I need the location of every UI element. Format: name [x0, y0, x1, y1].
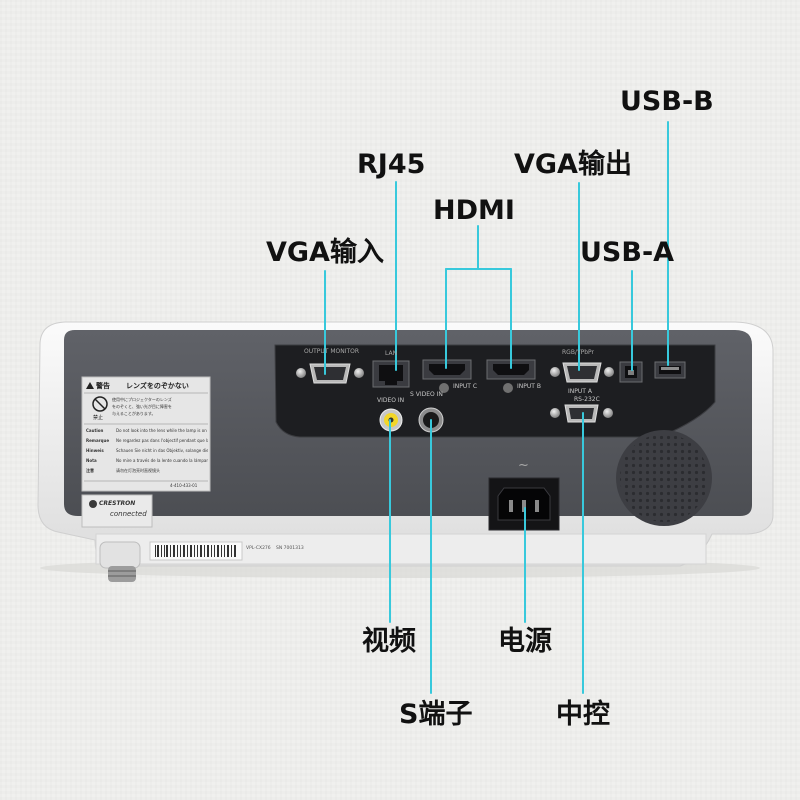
warning-row: Hinweis Schauen Sie nicht in das Objektiv… [86, 448, 208, 458]
warning-row-lang: Remarque [86, 438, 110, 443]
hdmi-input-c-port [422, 359, 472, 393]
callout-video: 视频 [362, 626, 416, 657]
usb-b-port [619, 361, 643, 383]
warning-row-text: Schauen Sie nicht in das Objektiv, solan… [116, 448, 208, 453]
label-lan: LAN [385, 350, 398, 357]
warning-row: 注意 请勿在灯泡亮时直视镜头 [86, 468, 208, 478]
warning-triangle-icon [86, 382, 94, 389]
warning-row-lang: 注意 [86, 468, 94, 473]
callout-s-video: S端子 [399, 699, 473, 730]
label-output-monitor: OUTPUT MONITOR [304, 348, 360, 355]
callout-rj45: RJ45 [357, 149, 426, 180]
warning-row-text: No mire a través de la lente cuando la l… [116, 458, 208, 463]
warning-row-text: 请勿在灯泡亮时直视镜头 [116, 468, 160, 473]
warning-row: Remarque Ne regardez pas dans l'objectif … [86, 438, 208, 448]
connector-bay [274, 344, 716, 438]
warning-line-2: をのぞくと、強い光が目に障害を [112, 404, 172, 409]
label-input-a: INPUT A [568, 388, 592, 395]
label-input-b: INPUT B [517, 383, 541, 390]
warning-label [81, 376, 211, 492]
warning-row-lang: Hinweis [86, 448, 104, 453]
warning-row-text: Do not look into the lens while the lamp… [116, 428, 207, 433]
callout-vga-in: VGA输入 [266, 237, 384, 268]
speaker-grille [616, 430, 712, 526]
label-input-c: INPUT C [453, 383, 478, 390]
label-s-video-in: S VIDEO IN [410, 391, 443, 398]
warning-line-1: 使用中にプロジェクターのレンズ [112, 397, 172, 402]
warning-row-text: Ne regardez pas dans l'objectif pendant … [116, 438, 208, 443]
vga-output-port [296, 363, 364, 384]
label-rs232c: RS-232C [574, 396, 600, 403]
warning-rows: Caution Do not look into the lens while t… [86, 428, 208, 478]
crestron-badge [81, 494, 153, 528]
prohibit-icon [92, 396, 108, 412]
callout-power: 电源 [498, 626, 552, 657]
hdmi-input-b-port [486, 359, 536, 393]
callout-control: 中控 [556, 699, 610, 730]
adjustable-foot [99, 541, 141, 582]
label-rgb-ypbpr: RGB/YPbPr [562, 349, 595, 356]
callout-usb-b: USB-B [620, 86, 714, 117]
warning-title: 警告 [96, 382, 110, 390]
usb-a-port [654, 361, 686, 379]
crestron-brand: CRESTRON [99, 500, 136, 507]
serial-model: VPL-CX276 [246, 546, 271, 551]
serial-number: SN 7001313 [276, 546, 304, 551]
vga-input-a-port [550, 362, 614, 383]
warning-row-lang: Nota [86, 458, 97, 463]
label-ac-symbol: ~ [518, 458, 529, 473]
crestron-tagline: connected [110, 510, 147, 518]
warning-row-lang: Caution [86, 428, 104, 433]
leader-lines [324, 121, 669, 694]
callout-hdmi: HDMI [433, 195, 515, 226]
warning-headline: レンズをのぞかない [126, 382, 189, 390]
rj45-port [372, 360, 410, 388]
warning-part-number: 4-410-433-01 [170, 483, 198, 488]
label-video-in: VIDEO IN [377, 397, 405, 404]
serial-sticker [149, 541, 243, 561]
warning-prohibit: 禁止 [93, 415, 104, 421]
callout-usb-a: USB-A [580, 237, 675, 268]
warning-row: Caution Do not look into the lens while t… [86, 428, 208, 438]
warning-row: Nota No mire a través de la lente cuando … [86, 458, 208, 468]
callout-vga-out: VGA输出 [514, 149, 632, 180]
rs232c-port [550, 404, 613, 423]
warning-line-3: 与えることがあります。 [112, 411, 156, 416]
